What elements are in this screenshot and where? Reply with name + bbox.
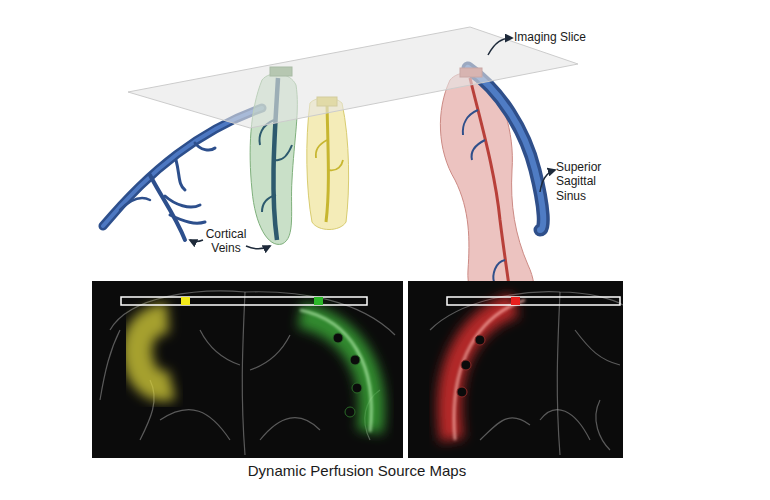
- imaging-slice-plane: [128, 27, 578, 128]
- source-map-left: [92, 281, 403, 458]
- veins-label: Cortical Veins: [200, 227, 252, 256]
- leader-arrows: [190, 38, 555, 249]
- sinus-label: Superior Sagittal Sinus: [556, 160, 612, 203]
- slice-label: Imaging Slice: [514, 30, 604, 44]
- caption: Dynamic Perfusion Source Maps: [157, 462, 557, 480]
- source-map-right: [408, 281, 623, 458]
- cortical-veins: [103, 108, 262, 240]
- yellow-territory: [307, 97, 349, 230]
